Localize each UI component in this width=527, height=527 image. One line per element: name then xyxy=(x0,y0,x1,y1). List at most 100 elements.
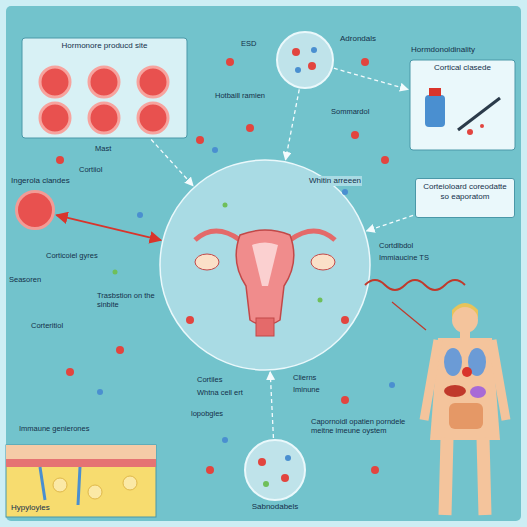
dot xyxy=(258,458,266,466)
dot xyxy=(281,474,289,482)
text-label: Clierns xyxy=(292,374,317,383)
text-label: Capornoidl opatien porndele meitne imeun… xyxy=(310,418,412,435)
central-circle: Whitin arreeen xyxy=(160,160,370,370)
text-label: Whtna cell ert xyxy=(196,389,244,398)
human-figure xyxy=(392,302,506,515)
dot xyxy=(389,382,395,388)
red-cell xyxy=(89,103,119,133)
panel-label: Hypyloyles xyxy=(10,503,51,513)
red-cell xyxy=(40,103,70,133)
dot xyxy=(196,136,204,144)
vial-cap xyxy=(429,88,441,96)
dot xyxy=(308,62,316,70)
dot xyxy=(311,47,317,53)
text-label: Mast xyxy=(94,145,112,154)
scattered-cells xyxy=(56,58,395,474)
dot xyxy=(66,368,74,376)
vessel-line xyxy=(392,302,426,330)
dot xyxy=(263,481,269,487)
heart xyxy=(462,367,472,377)
ovary xyxy=(311,254,335,270)
central-circle xyxy=(160,160,370,370)
bottom-circle: Sabnodabels xyxy=(245,440,305,500)
skin-panel: Hypyloyles xyxy=(6,445,156,517)
connectors xyxy=(56,68,413,438)
text-label: Cortiiol xyxy=(78,166,103,175)
dot xyxy=(467,129,473,135)
dot xyxy=(295,67,301,73)
cell-label: Ingerola clandes xyxy=(10,176,71,186)
text-label: Immiaucine TS xyxy=(378,254,430,263)
vessel xyxy=(40,467,80,505)
text-label: Iminune xyxy=(292,386,321,395)
box-fill xyxy=(410,60,515,150)
ovary xyxy=(195,254,219,270)
dot xyxy=(56,156,64,164)
cell-circle: Ingerola clandes xyxy=(15,190,55,230)
dot xyxy=(341,396,349,404)
syringe-icon xyxy=(458,98,500,130)
dot xyxy=(480,124,484,128)
box-text: Corteioloard coreodatte so eaporatom xyxy=(420,182,510,201)
head xyxy=(452,307,478,333)
fat-cell xyxy=(88,485,102,499)
text-label: Sommardol xyxy=(330,108,370,117)
dot xyxy=(186,316,194,324)
leg xyxy=(445,438,485,515)
red-cell xyxy=(89,67,119,97)
connector-arrow xyxy=(151,139,193,185)
uterus-body xyxy=(236,230,294,325)
lung xyxy=(444,348,462,376)
panel-ground xyxy=(6,6,521,521)
dot xyxy=(285,455,291,461)
text-label: Immaune genierones xyxy=(18,425,90,434)
torso xyxy=(430,338,500,440)
dot xyxy=(342,189,348,195)
dot xyxy=(212,147,218,153)
gland-label: Adrondals xyxy=(339,34,377,44)
connector-arrow xyxy=(270,372,273,438)
red-cell xyxy=(138,103,168,133)
text-label: Cortiles xyxy=(196,376,223,385)
connector-arrow xyxy=(56,215,161,240)
skin-layer xyxy=(6,445,156,459)
gland-circle: Adrondals xyxy=(277,32,333,88)
dot xyxy=(318,298,323,303)
wave-line xyxy=(365,280,465,290)
dot xyxy=(361,58,369,66)
red-cells xyxy=(40,67,168,133)
panel-fill xyxy=(22,38,187,138)
dot xyxy=(113,270,118,275)
adrenal-circle xyxy=(277,32,333,88)
bottom-circle xyxy=(245,440,305,500)
dot xyxy=(351,131,359,139)
intestine xyxy=(449,403,483,429)
skin-layer xyxy=(6,459,156,467)
box-text: Cortical clasede xyxy=(414,63,511,73)
dot xyxy=(381,156,389,164)
text-label: Corteritiol xyxy=(30,322,64,331)
info-box: Corteioloard coreodatte so eaporatom xyxy=(415,178,515,218)
dot xyxy=(137,212,143,218)
dot xyxy=(222,437,228,443)
fallopian-tube xyxy=(290,231,335,240)
circle-label: Sabnodabels xyxy=(251,502,300,512)
dot xyxy=(116,346,124,354)
dot xyxy=(97,389,103,395)
connector-arrow xyxy=(285,89,299,160)
text-label: Cortdlbdol xyxy=(378,242,414,251)
fat-cell xyxy=(123,476,137,490)
fat-cell xyxy=(53,478,67,492)
text-label: lopobgles xyxy=(190,410,224,419)
dot xyxy=(292,48,300,56)
uterus xyxy=(195,230,335,336)
panel-box: Hormonore producd site xyxy=(22,38,187,138)
text-label: Seasoren xyxy=(8,276,42,285)
connector-arrow xyxy=(366,215,413,231)
skin-panel xyxy=(6,445,156,517)
red-cell xyxy=(138,67,168,97)
dot xyxy=(341,316,349,324)
stomach xyxy=(470,386,486,398)
